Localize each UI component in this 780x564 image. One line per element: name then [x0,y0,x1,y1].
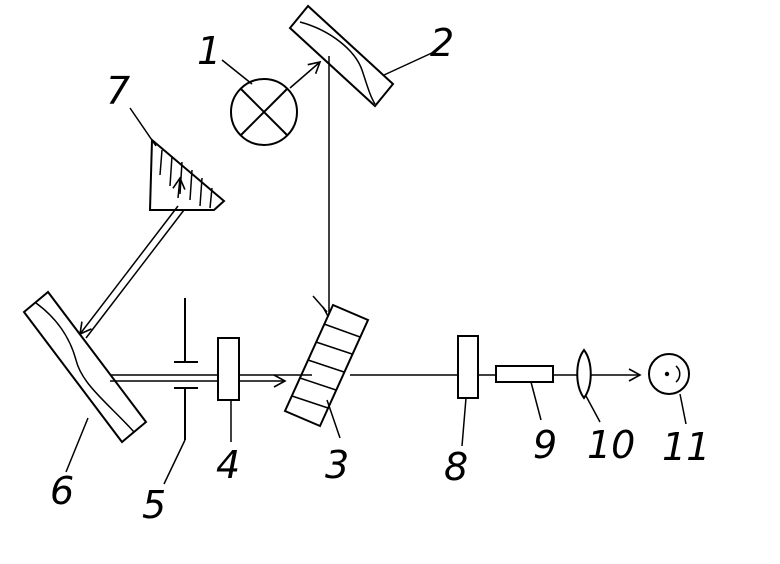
prism-7 [148,137,226,211]
concave-mirror-6 [22,290,148,444]
leader-line-5 [163,439,186,485]
beam-prism-7-to-mirror-6-b [85,209,185,339]
label-1: 1 [197,29,221,73]
label-6: 6 [50,469,74,513]
leader-line-2 [383,51,435,76]
label-11: 11 [662,425,710,469]
label-3: 3 [325,443,349,487]
leader-line-8 [461,397,467,447]
detector-11 [648,353,690,395]
label-2: 2 [430,21,454,65]
label-4: 4 [216,443,240,487]
label-7: 7 [106,69,130,113]
lamp-source [230,78,298,146]
leader-line-1 [221,59,253,85]
slit-5 [174,298,198,440]
block-4 [217,337,240,401]
leader-line-3 [326,399,341,439]
lens-10 [576,348,592,400]
label-10: 10 [587,423,635,467]
leader-line-11 [679,393,687,425]
tube-9 [495,365,554,383]
concave-mirror-2 [288,4,395,108]
label-5: 5 [142,483,166,527]
hatched-plate-3 [283,303,370,428]
leader-line-10 [585,395,601,423]
leader-line-7 [129,107,157,147]
beam-up-arrow [172,176,186,199]
leader-line-9 [530,381,542,421]
beam-prism-7-to-mirror-6-a [78,205,179,336]
block-8 [457,335,479,399]
label-9: 9 [533,423,557,467]
beam-tick [312,295,328,313]
beam-lamp-to-mirror-2 [289,60,322,89]
label-8: 8 [444,445,468,489]
leader-line-6 [65,417,89,473]
